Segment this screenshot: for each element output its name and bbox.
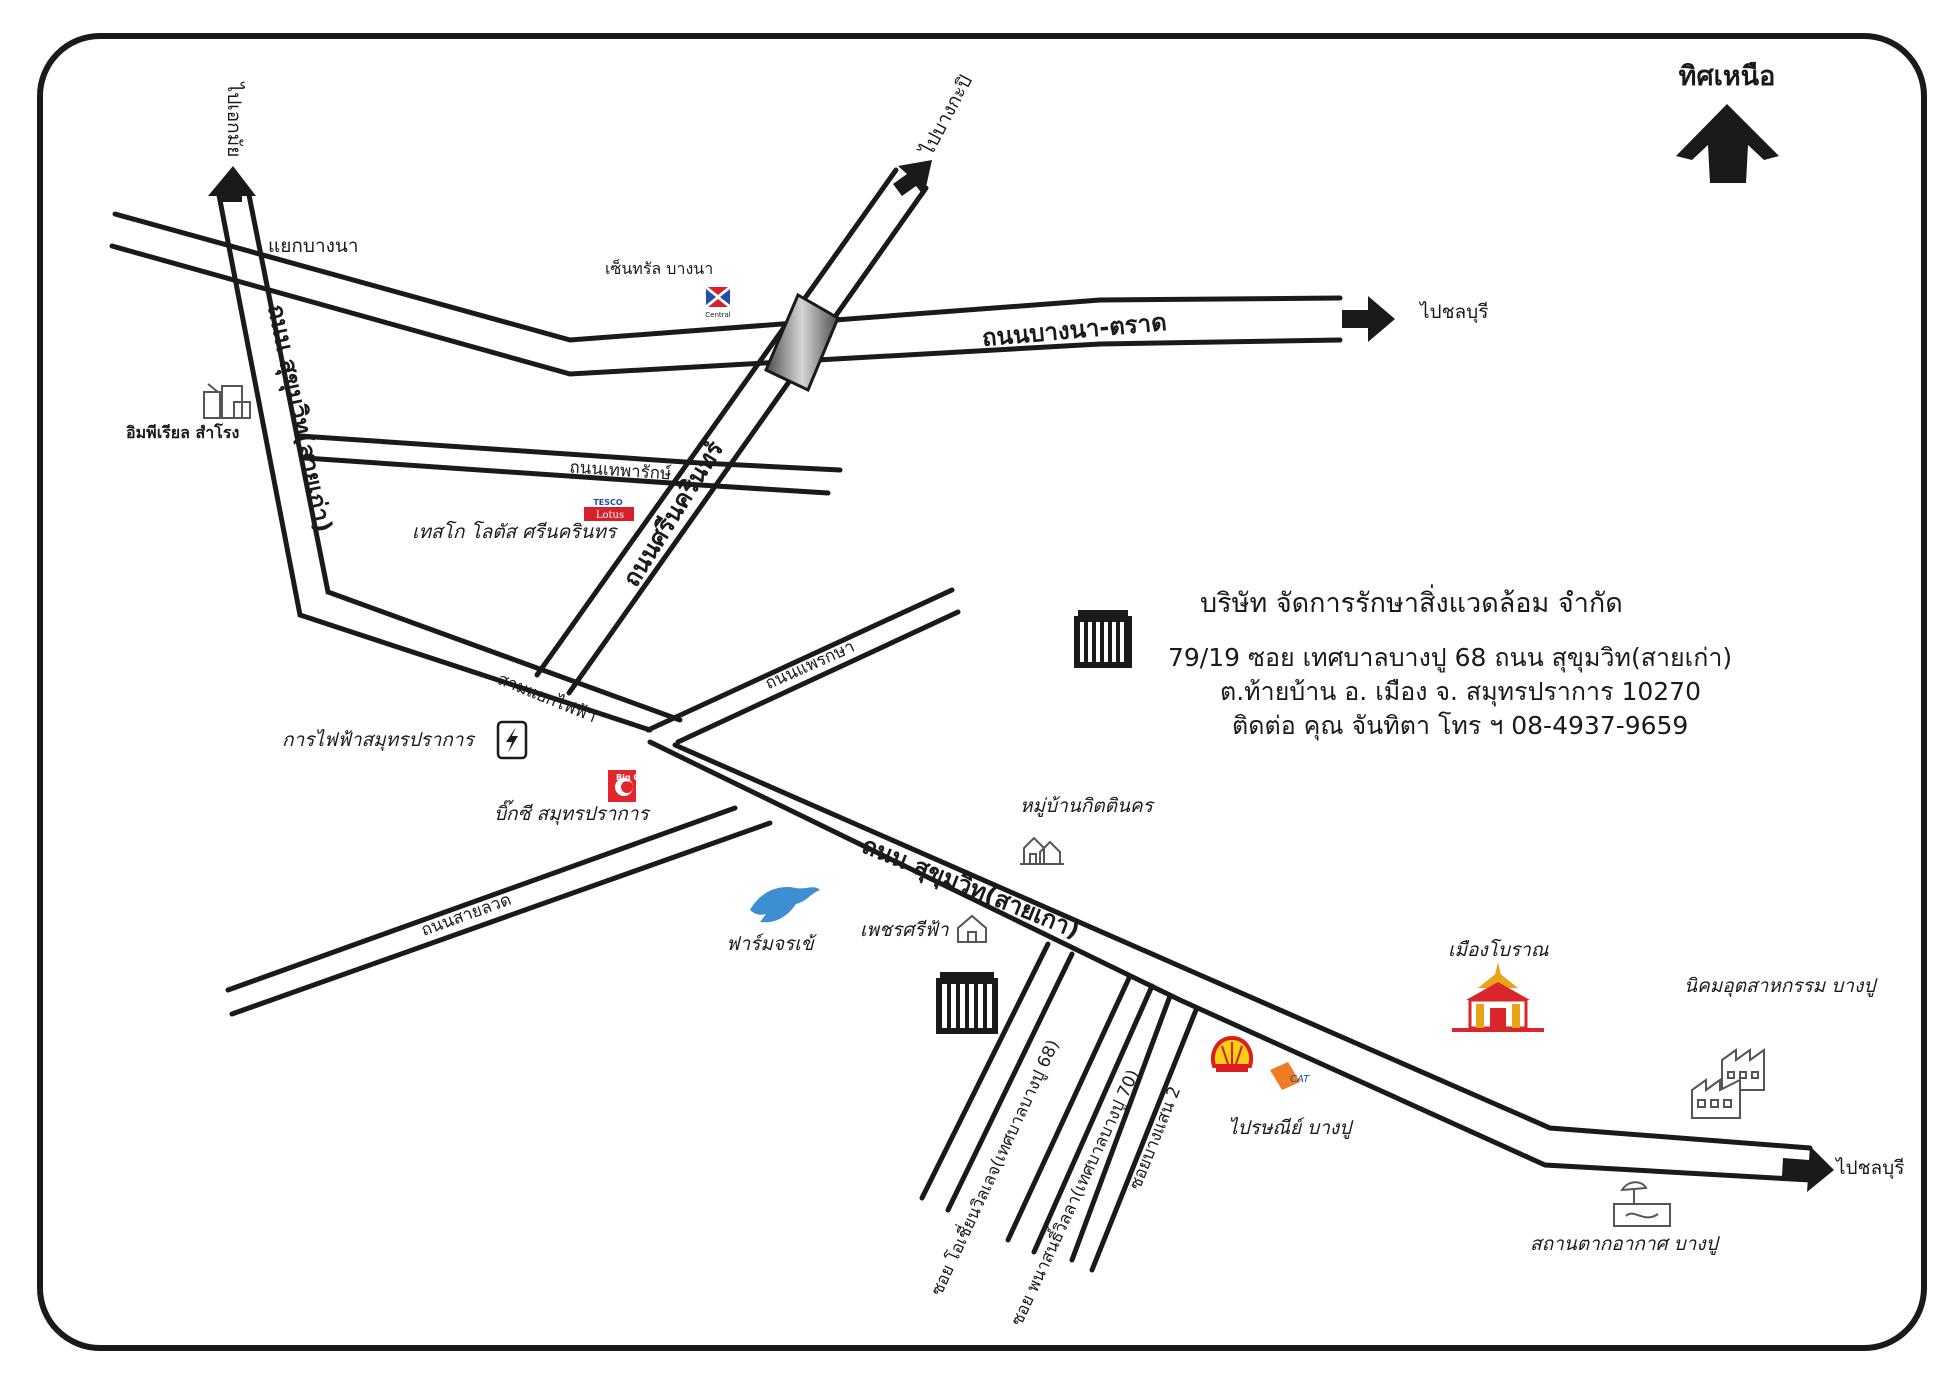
road-sukhumvit-north-west-edge xyxy=(215,187,653,733)
road-thepharak-north-edge xyxy=(297,433,843,473)
place-label-muang-boran: เมืองโบราณ xyxy=(1448,938,1549,961)
svg-text:Central: Central xyxy=(705,311,731,319)
shopping-icon xyxy=(203,383,251,419)
place-label-bangna-junction: แยกบางนา xyxy=(268,235,359,257)
road-thepharak-south-edge xyxy=(302,455,831,496)
company-address-line2: ต.ท้ายบ้าน อ. เมือง จ. สมุทรปราการ 10270 xyxy=(1220,677,1701,707)
road-bangna-trad-south-edge xyxy=(109,243,1343,377)
map-frame xyxy=(37,33,1927,1351)
shell-logo-icon xyxy=(1211,1035,1253,1072)
company-info: บริษัท จัดการรักษาสิ่งแวดล้อม จำกัด 79/1… xyxy=(1168,584,1732,741)
place-label-tesco-lotus: เทสโก โลตัส ศรีนครินทร xyxy=(412,520,619,543)
village-icon xyxy=(1020,836,1064,865)
place-label-weather-station: สถานตากอากาศ บางปู xyxy=(1530,1233,1721,1255)
place-label-kittinakorn: หมู่บ้านกิตตินคร xyxy=(1020,795,1156,817)
bigc-logo-icon: Big C xyxy=(608,770,639,802)
arrow-chonburi-top-icon xyxy=(1342,296,1395,342)
road-sailuat-south-edge xyxy=(229,820,773,1017)
arrow-chonburi-bottom-icon xyxy=(1782,1146,1834,1192)
tesco-lotus-logo-icon: TESCO Lotus xyxy=(584,498,634,521)
direction-label-chonburi-bottom: ไปชลบุรี xyxy=(1834,1157,1904,1180)
direction-arrows xyxy=(208,160,1834,1192)
arrow-ekkamai-icon xyxy=(208,166,256,202)
road-sukhumvit-main-north-edge xyxy=(672,742,1813,1151)
place-label-bigc: บิ๊กซี สมุทรปราการ xyxy=(494,799,651,825)
direction-label-ekkamai: ไปเอกมัย xyxy=(223,81,245,158)
place-label-crocodile-farm: ฟาร์มจรเข้ xyxy=(726,933,818,955)
road-soi-bangsaen2-west-edge xyxy=(1069,993,1173,1263)
building-icon xyxy=(936,972,998,1034)
svg-text:Lotus: Lotus xyxy=(596,510,624,521)
company-address-line1: 79/19 ซอย เทศบาลบางปู 68 ถนน สุขุมวิท(สา… xyxy=(1168,643,1732,673)
cat-logo-icon: CAT xyxy=(1270,1062,1310,1090)
road-phraeksa-south-edge xyxy=(675,609,961,745)
factory-icon xyxy=(1691,1078,1741,1119)
road-sukhumvit-north-east-edge xyxy=(245,187,683,723)
place-label-industrial-estate: นิคมอุตสาหกรรม บางปู xyxy=(1684,975,1878,997)
road-phraeksa-north-edge xyxy=(645,587,955,733)
svg-text:Big C: Big C xyxy=(616,773,639,782)
place-label-central-bangna: เซ็นทรัล บางนา xyxy=(605,258,713,278)
roads xyxy=(109,167,1813,1273)
road-srinakarin-east-edge xyxy=(566,185,929,696)
place-label-phetsrifa: เพชรศรีฟ้า xyxy=(860,919,950,941)
building-icon xyxy=(1074,610,1132,668)
place-label-electricity: การไฟฟ้าสมุทรปราการ xyxy=(282,728,476,751)
temple-icon xyxy=(1452,962,1544,1032)
company-contact: ติดต่อ คุณ จันทิตา โทร ฯ 08-4937-9659 xyxy=(1232,711,1688,741)
factory-icon xyxy=(1721,1048,1765,1091)
road-soi-bangsaen2-east-edge xyxy=(1089,1007,1199,1273)
overpass xyxy=(764,292,840,393)
road-srinakarin-west-edge xyxy=(534,167,899,678)
north-arrow-icon xyxy=(1676,104,1779,183)
road-sukhumvit-main-south-edge xyxy=(647,739,1813,1183)
svg-text:TESCO: TESCO xyxy=(593,498,623,507)
road-soi-70-west-edge xyxy=(1005,973,1133,1243)
road-soi-68-east-edge xyxy=(945,951,1075,1213)
place-label-imperial-samrong: อิมพีเรียล สำโรง xyxy=(126,422,240,442)
central-logo-icon: Central xyxy=(704,287,732,319)
crocodile-icon xyxy=(750,886,820,923)
place-label-post-office: ไปรษณีย์ บางปู xyxy=(1228,1116,1354,1139)
house-icon xyxy=(957,914,987,943)
arrow-bangkapi-icon xyxy=(893,160,932,196)
road-soi-70-east-edge xyxy=(1031,983,1155,1255)
north-label: ทิศเหนือ xyxy=(1679,61,1776,92)
company-name: บริษัท จัดการรักษาสิ่งแวดล้อม จำกัด xyxy=(1200,584,1623,619)
lightning-icon xyxy=(496,720,528,760)
svg-text:CAT: CAT xyxy=(1290,1074,1310,1085)
road-soi-68-west-edge xyxy=(919,941,1051,1201)
direction-label-chonburi-top: ไปชลบุรี xyxy=(1418,301,1488,324)
road-sailuat-north-edge xyxy=(225,805,738,993)
satellite-dish-icon xyxy=(1613,1181,1671,1227)
